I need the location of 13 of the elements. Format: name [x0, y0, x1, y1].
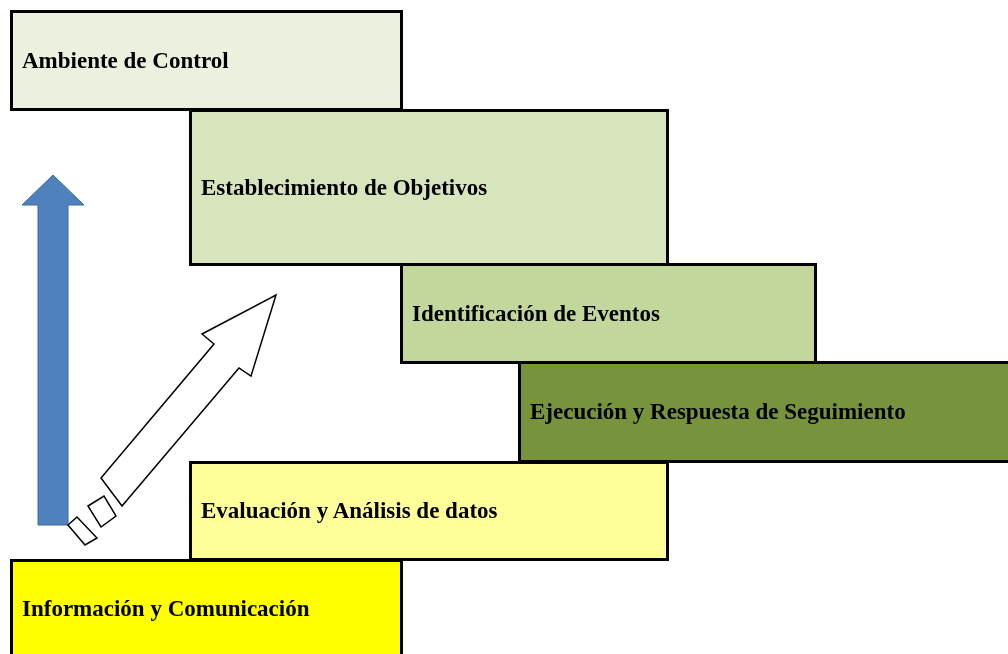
block-arrow [66, 293, 278, 546]
step-label: Identificación de Eventos [412, 300, 660, 327]
step-box [10, 10, 403, 111]
step-box [189, 109, 669, 266]
step-box [518, 361, 1008, 463]
step-label: Ejecución y Respuesta de Seguimiento [530, 399, 906, 425]
step-box [189, 461, 669, 561]
step-label: Ambiente de Control [22, 47, 229, 74]
step-label: Información y Comunicación [22, 596, 310, 622]
step-label: Establecimiento de Objetivos [201, 174, 488, 201]
step-label: Evaluación y Análisis de datos [201, 498, 498, 524]
step-box [400, 263, 817, 364]
step-box [10, 559, 403, 654]
